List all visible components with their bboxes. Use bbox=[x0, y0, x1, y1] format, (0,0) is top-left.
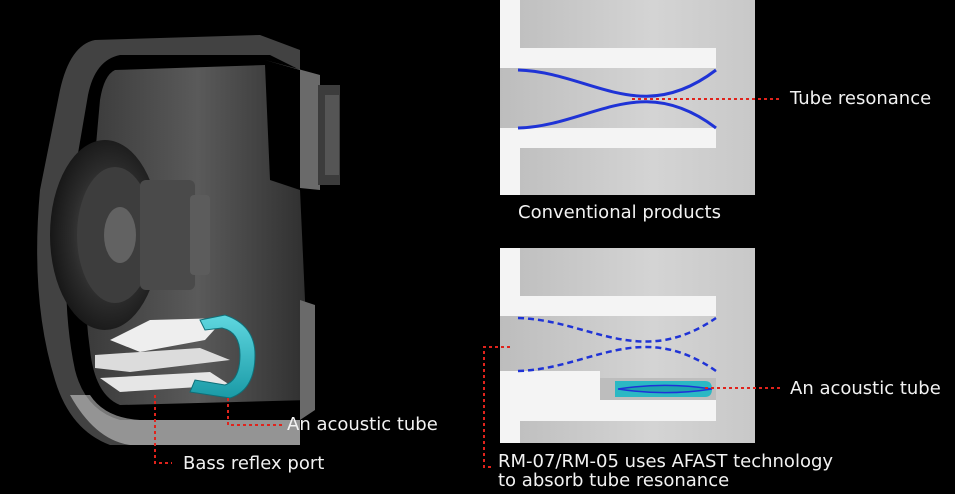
label-bass-reflex-port: Bass reflex port bbox=[183, 453, 325, 474]
port-plate-top bbox=[110, 318, 225, 352]
label-afast-line2: to absorb tube resonance bbox=[498, 470, 730, 491]
label-afast-acoustic-tube: An acoustic tube bbox=[790, 378, 941, 399]
leader-acoustic-tube bbox=[227, 398, 282, 426]
wall-bottom bbox=[500, 128, 520, 195]
speaker-cutaway bbox=[37, 35, 340, 464]
conventional-diagram bbox=[500, 0, 717, 195]
wall-top bbox=[500, 0, 520, 60]
afast-lower-plate bbox=[500, 371, 600, 399]
wave-upper bbox=[517, 68, 717, 98]
label-speaker-acoustic-tube: An acoustic tube bbox=[287, 414, 438, 435]
afast-wave-upper bbox=[517, 316, 717, 343]
label-afast-line1: RM-07/RM-05 uses AFAST technology bbox=[498, 451, 834, 472]
afast-diagram bbox=[500, 248, 717, 443]
wave-lower bbox=[517, 100, 717, 130]
leader-bass-port bbox=[154, 395, 172, 464]
afast-upper-plate bbox=[500, 296, 716, 316]
label-tube-resonance: Tube resonance bbox=[790, 88, 932, 109]
port-plate-mid bbox=[95, 348, 230, 372]
speaker-back-wall bbox=[265, 60, 320, 420]
label-conventional-products: Conventional products bbox=[518, 202, 721, 223]
leader-afast-tube bbox=[705, 387, 783, 389]
acoustic-tube-shape bbox=[189, 314, 256, 399]
afast-wave-lower bbox=[517, 345, 717, 373]
conventional-panel bbox=[500, 0, 755, 195]
tube-upper-plate bbox=[500, 48, 716, 68]
leader-afast-technology bbox=[483, 346, 510, 468]
woofer-magnet bbox=[140, 180, 195, 290]
leader-tube-resonance bbox=[632, 98, 780, 100]
tube-lower-plate bbox=[500, 128, 716, 148]
